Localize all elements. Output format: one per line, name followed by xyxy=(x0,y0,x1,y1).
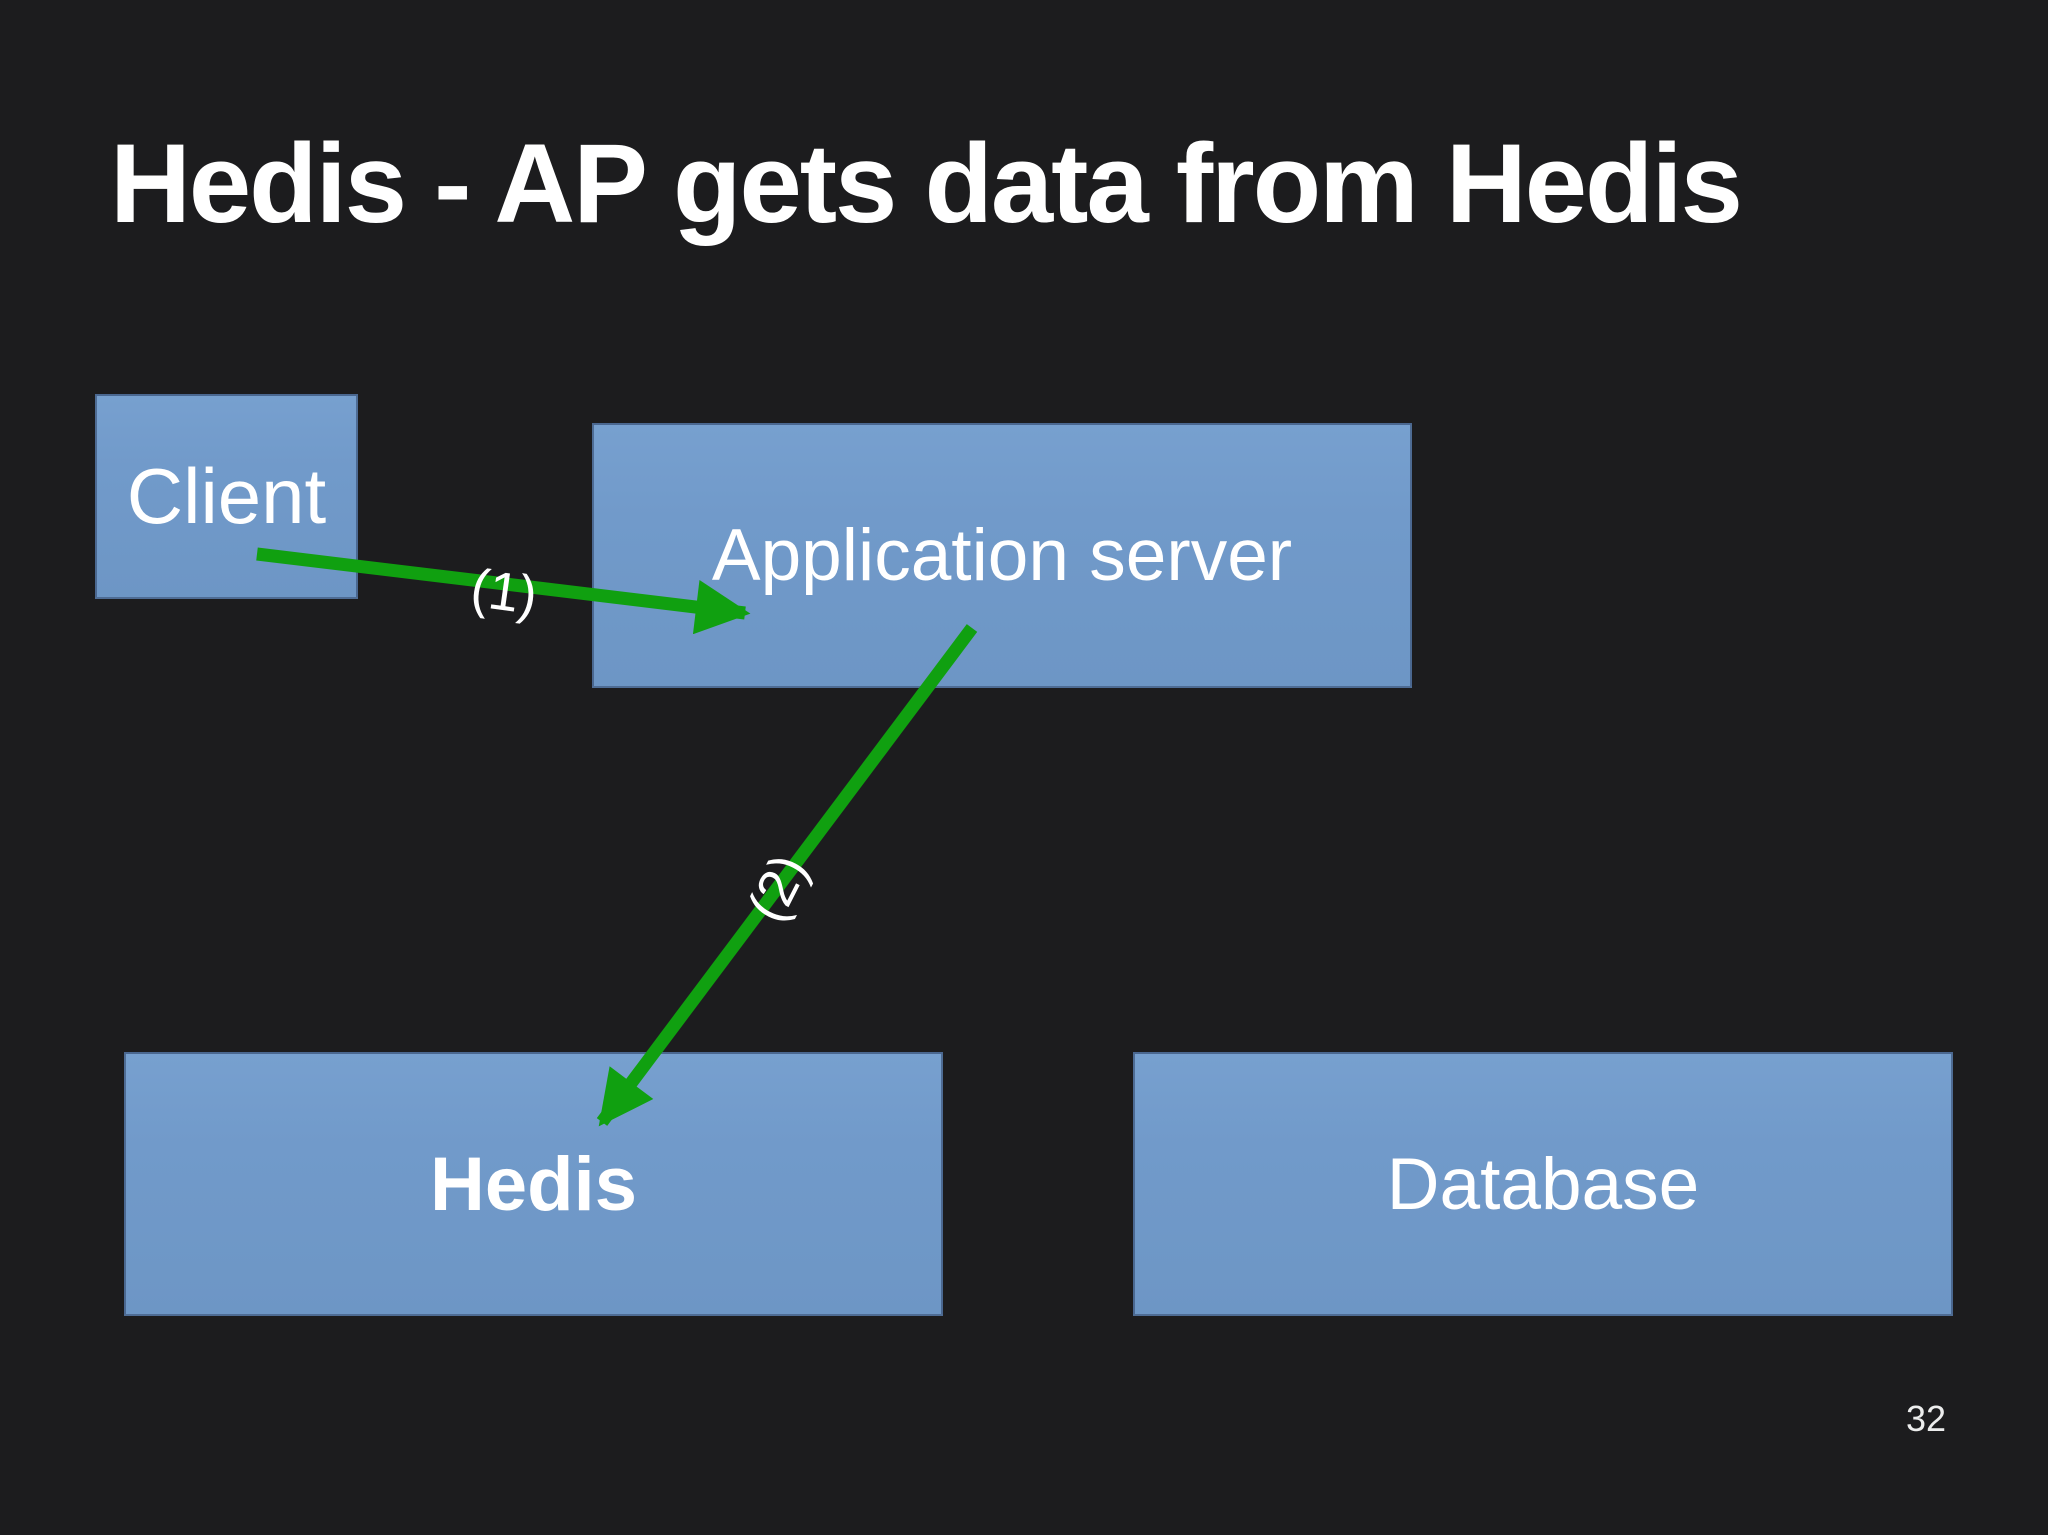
node-client: Client xyxy=(95,394,358,599)
slide-title: Hedis - AP gets data from Hedis xyxy=(110,121,1743,246)
arrow-1-label: (1) xyxy=(467,557,541,627)
arrow-2-label: (2) xyxy=(736,844,820,932)
node-hedis: Hedis xyxy=(124,1052,943,1316)
node-database-label: Database xyxy=(1386,1143,1700,1225)
node-hedis-label: Hedis xyxy=(430,1141,637,1227)
page-number: 32 xyxy=(1906,1398,1947,1439)
node-database: Database xyxy=(1133,1052,1953,1316)
node-client-label: Client xyxy=(126,452,327,540)
node-application-server: Application server xyxy=(592,423,1412,688)
node-application-server-label: Application server xyxy=(711,515,1293,596)
